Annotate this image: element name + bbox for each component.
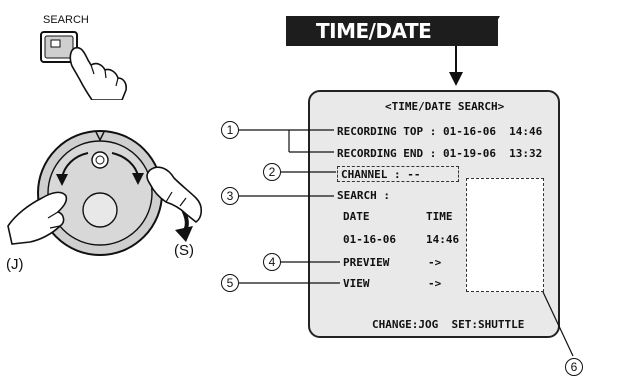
recording-top-line: RECORDING TOP : 01-16-06 14:46 [337,125,543,138]
callout-3: 3 [221,187,239,205]
date-value[interactable]: 01-16-06 [343,233,396,246]
search-button-icon[interactable] [30,28,140,100]
callout-1: 1 [221,121,239,139]
view-arrow: -> [428,277,442,290]
screen-footer: CHANGE:JOG SET:SHUTTLE [372,318,525,331]
hand-left-icon [7,191,68,245]
channel-line: CHANNEL : -- [341,168,421,181]
jog-label: (J) [6,256,24,273]
callout-4: 4 [263,253,281,271]
search-button-label: SEARCH [43,14,89,26]
recording-end-line: RECORDING END : 01-19-06 13:32 [337,147,543,160]
page-title: TIME/DATE SEARCH [286,16,498,73]
hand-pointer-icon [69,46,127,100]
time-value[interactable]: 14:46 [426,233,460,246]
hand-right-icon [146,166,203,223]
callout-5: 5 [221,274,239,292]
preview-arrow: -> [428,256,442,269]
date-header: DATE [343,210,370,223]
title-banner-tail [482,16,500,46]
time-header: TIME [426,210,453,223]
jog-shuttle-dial-icon[interactable] [0,118,215,268]
callout-2: 2 [263,163,281,181]
callout-6: 6 [565,358,583,376]
screen-heading: <TIME/DATE SEARCH> [385,100,505,113]
preview-window [466,178,544,292]
channel-box[interactable] [337,166,459,182]
shuttle-label: (S) [174,242,194,259]
view-line[interactable]: VIEW [343,277,370,290]
search-line: SEARCH : [337,189,390,202]
preview-line[interactable]: PREVIEW [343,256,390,269]
down-arrow-icon [449,46,463,86]
